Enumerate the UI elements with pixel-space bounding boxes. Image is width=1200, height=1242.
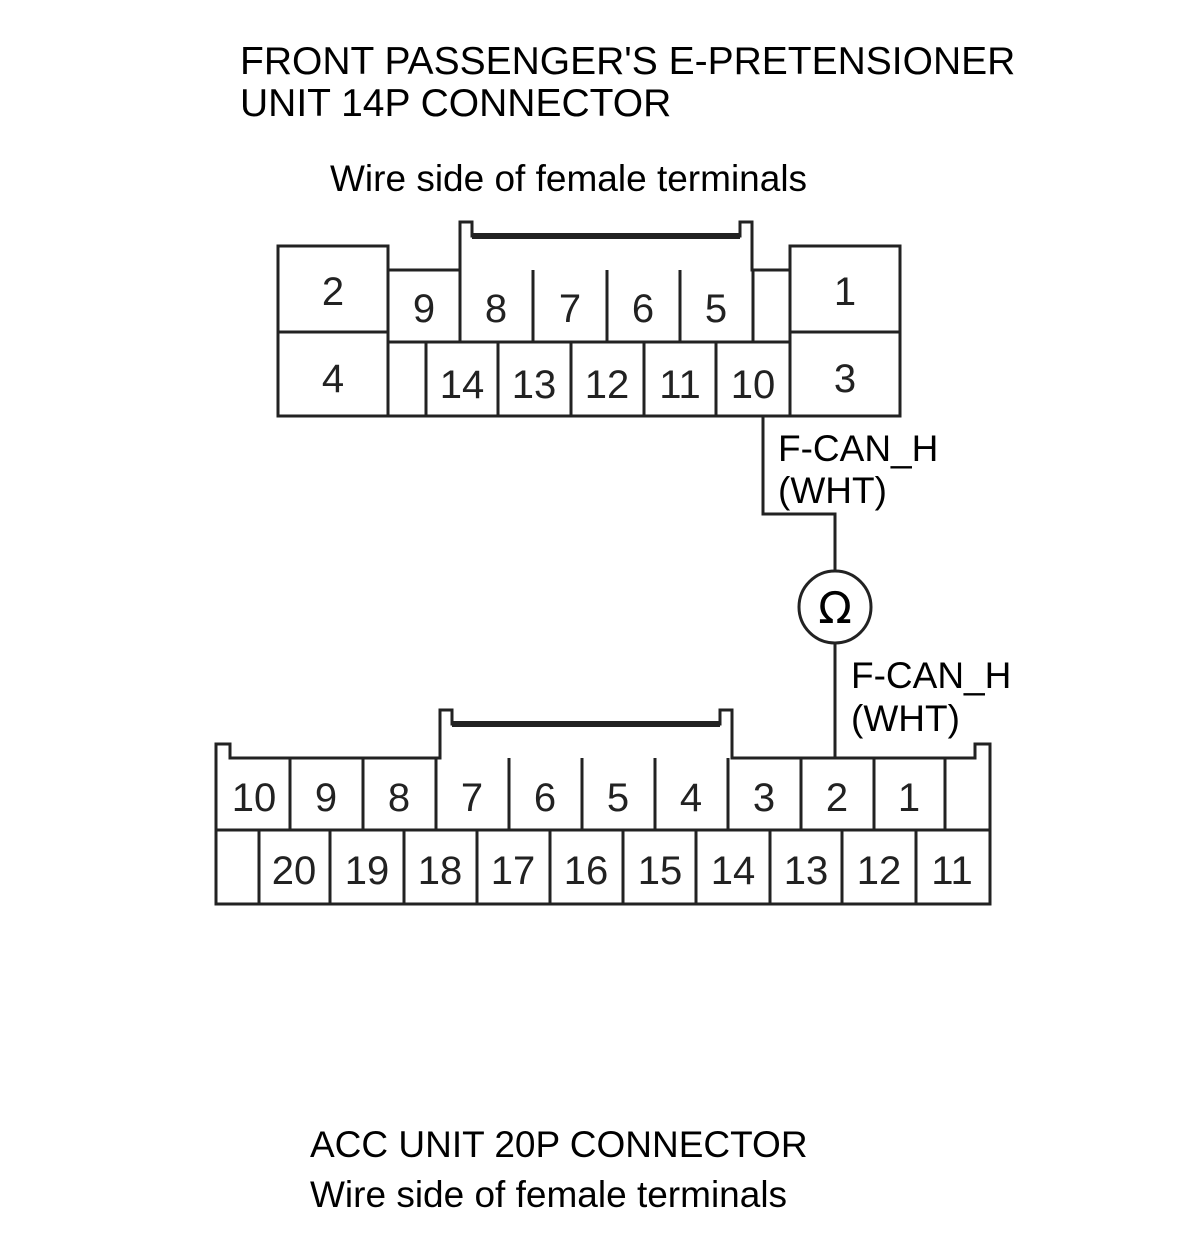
pin-14p-9: 9 [413, 287, 435, 331]
pin-20p-18: 18 [418, 849, 463, 893]
pin-14p-6: 6 [632, 287, 654, 331]
pin-14p-10: 10 [731, 363, 776, 407]
pin-14p-13: 13 [512, 363, 557, 407]
pin-20p-14: 14 [711, 849, 756, 893]
wire-label-bottom-line2: (WHT) [851, 698, 960, 739]
connector-20p [214, 708, 992, 906]
pin-14p-11: 11 [659, 363, 701, 407]
top-connector-title-line2: UNIT 14P CONNECTOR [240, 82, 672, 125]
bottom-connector-view-label: Wire side of female terminals [310, 1174, 788, 1215]
pin-20p-7: 7 [461, 776, 483, 820]
pin-20p-5: 5 [607, 776, 629, 820]
pin-14p-7: 7 [559, 287, 581, 331]
ohm-symbol: Ω [818, 583, 852, 634]
wire-label-top-line2: (WHT) [778, 470, 887, 511]
pin-14p-5: 5 [705, 287, 727, 331]
pin-20p-6: 6 [534, 776, 556, 820]
pin-20p-2: 2 [826, 776, 848, 820]
pin-20p-10: 10 [232, 776, 277, 820]
pin-20p-20: 20 [272, 849, 317, 893]
pin-20p-17: 17 [491, 849, 536, 893]
pin-20p-11: 11 [931, 849, 973, 893]
pin-20p-4: 4 [680, 776, 702, 820]
test-lead-14p-pin10 [761, 416, 837, 572]
pin-20p-12: 12 [857, 849, 902, 893]
top-connector-view-label: Wire side of female terminals [330, 158, 808, 199]
wire-label-top-line1: F-CAN_H [778, 428, 938, 469]
pin-20p-19: 19 [345, 849, 390, 893]
top-connector-title-line1: FRONT PASSENGER'S E-PRETENSIONER [240, 40, 1016, 83]
pin-14p-1: 1 [834, 270, 856, 314]
pin-14p-3: 3 [834, 357, 856, 401]
ohmmeter-icon [797, 569, 873, 645]
connector-14p [276, 220, 902, 418]
pin-14p-8: 8 [485, 287, 507, 331]
pin-20p-8: 8 [388, 776, 410, 820]
pin-14p-2: 2 [322, 270, 344, 314]
pin-14p-4: 4 [322, 357, 344, 401]
pin-14p-14: 14 [440, 363, 485, 407]
pin-20p-3: 3 [753, 776, 775, 820]
bottom-connector-title: ACC UNIT 20P CONNECTOR [310, 1124, 808, 1165]
pin-14p-12: 12 [585, 363, 630, 407]
pin-20p-15: 15 [638, 849, 683, 893]
pin-20p-13: 13 [784, 849, 829, 893]
wire-label-bottom-line1: F-CAN_H [851, 655, 1011, 696]
pin-20p-9: 9 [315, 776, 337, 820]
pin-20p-16: 16 [564, 849, 609, 893]
pin-20p-1: 1 [898, 776, 920, 820]
